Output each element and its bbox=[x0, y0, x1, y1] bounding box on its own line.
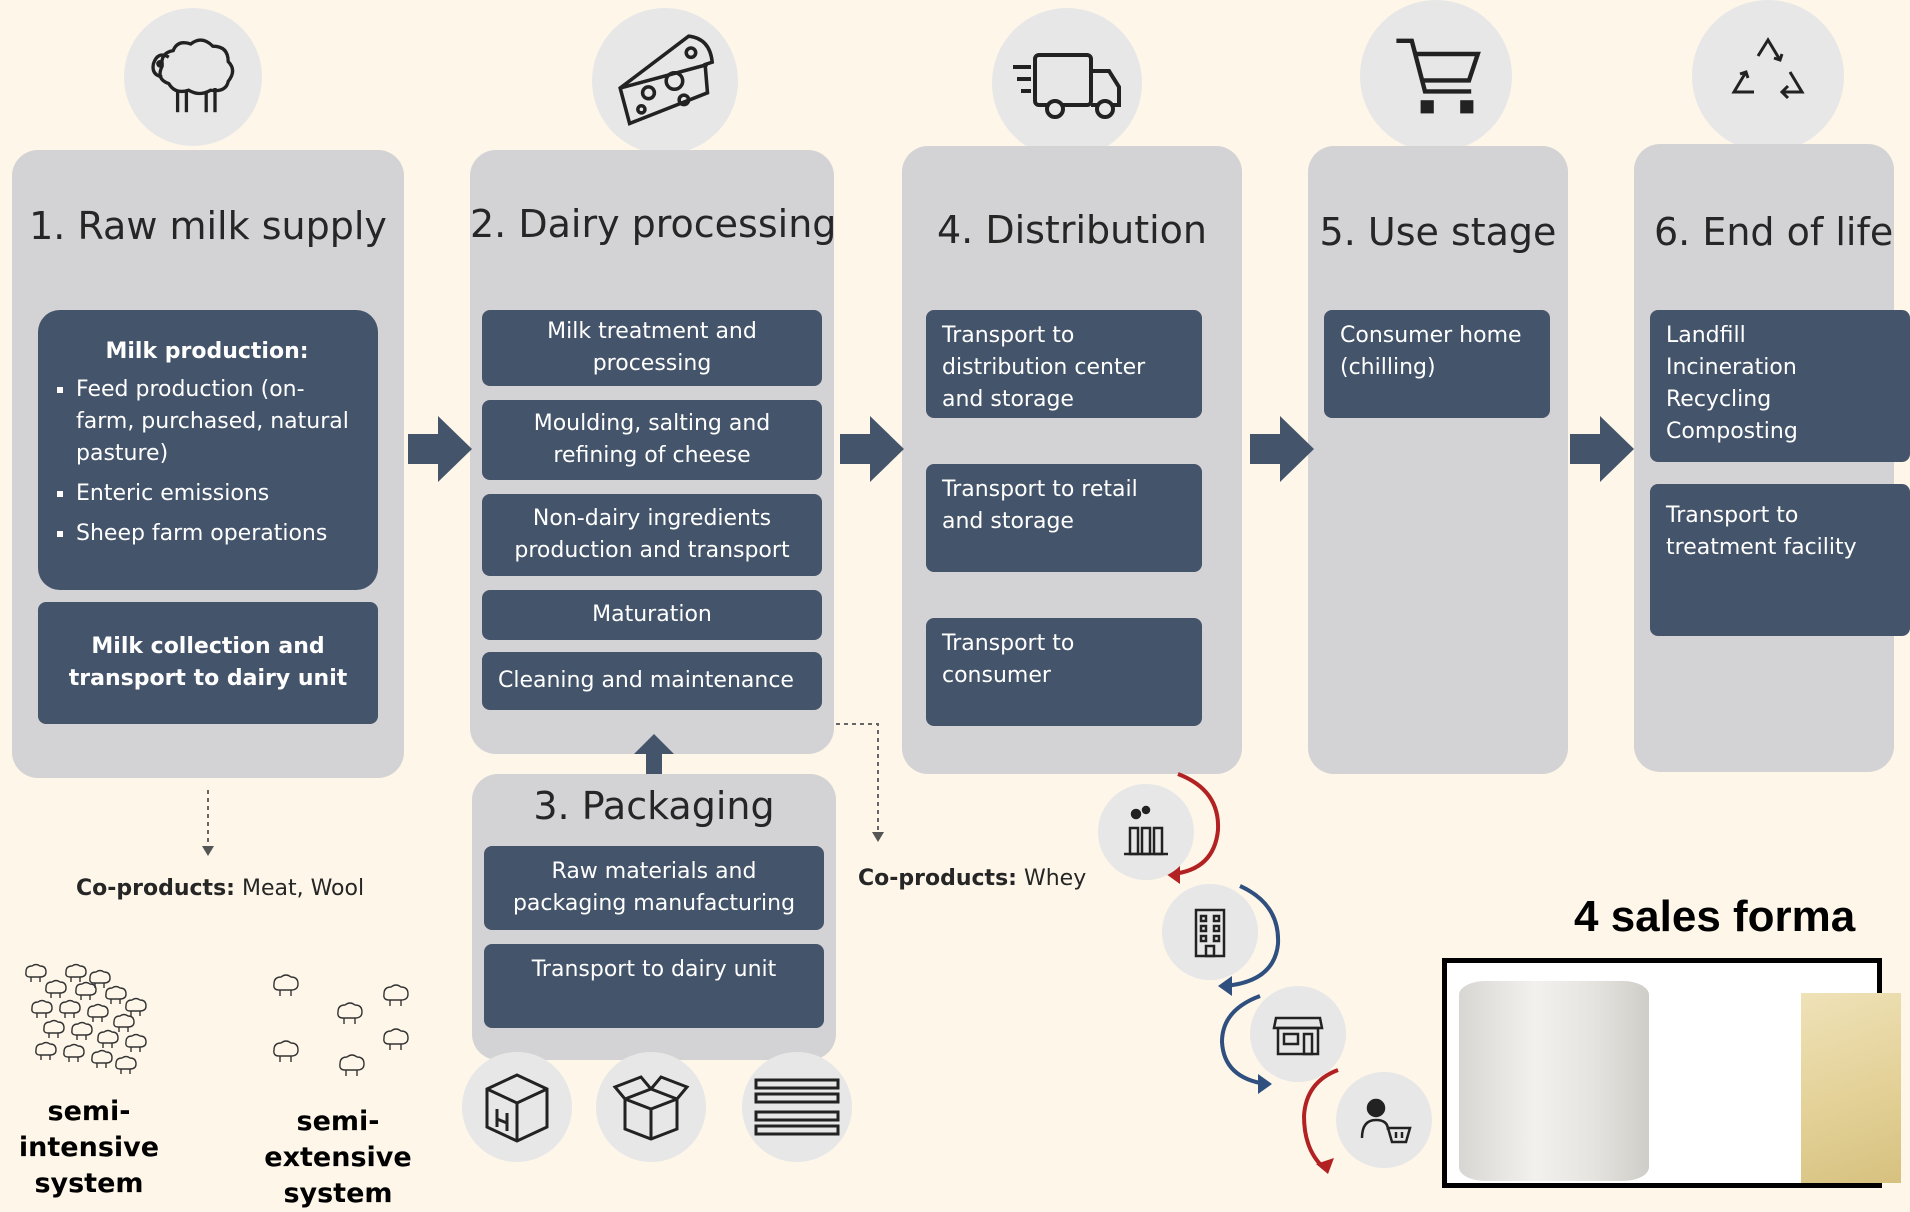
stage-title: 4. Distribution bbox=[936, 208, 1208, 252]
dairy-item-label: Maturation bbox=[592, 602, 712, 627]
stage-title: 6. End of life bbox=[1654, 210, 1894, 254]
packaging-item-label: Transport to dairy unit bbox=[531, 957, 777, 982]
packaging-item-box: Transport to dairy unit bbox=[484, 944, 824, 1028]
coproducts-farm: Co-products: Meat, Wool bbox=[76, 876, 364, 901]
dairy-item-box: Moulding, salting and refining of cheese bbox=[482, 400, 822, 480]
coproduct-connector bbox=[202, 790, 214, 856]
milk-production-box: Milk production: Feed production (on-far… bbox=[38, 310, 378, 590]
truck-icon bbox=[1013, 53, 1121, 119]
list-item: Sheep farm operations bbox=[76, 518, 362, 550]
distribution-cycle-arrows bbox=[1166, 772, 1339, 1174]
stage-distribution: 4. Distribution Transport to distributio… bbox=[902, 146, 1242, 774]
shop-icon-circle bbox=[1250, 986, 1346, 1082]
eol-transport-box: Transport to treatment facility bbox=[1650, 484, 1910, 636]
coproduct-connector bbox=[836, 723, 884, 842]
flow-arrow bbox=[408, 416, 472, 482]
milk-collection-box: Milk collection and transport to dairy u… bbox=[38, 602, 378, 724]
sheep-flock-dense-icon bbox=[25, 963, 147, 1075]
coproducts-dairy: Co-products: Whey bbox=[858, 866, 1086, 891]
dairy-item-label: Non-dairy ingredients production and tra… bbox=[514, 506, 790, 563]
eol-option: Composting bbox=[1666, 419, 1798, 444]
system-label-extensive: semi-extensive system bbox=[264, 1106, 412, 1209]
factory-icon bbox=[1124, 805, 1168, 856]
recycle-icon bbox=[1731, 37, 1805, 100]
up-arrow bbox=[634, 734, 674, 778]
flow-arrow bbox=[1570, 416, 1634, 482]
box-icon bbox=[485, 1073, 549, 1143]
coproducts-value: Meat, Wool bbox=[241, 876, 365, 901]
eol-option: Landfill bbox=[1666, 323, 1746, 348]
packaging-item-label: Raw materials and packaging manufacturin… bbox=[512, 859, 796, 916]
stage-raw-milk-supply: 1. Raw milk supply Milk production: Feed… bbox=[12, 150, 404, 778]
cheese-icon bbox=[618, 34, 715, 126]
stage-use: 5. Use stage Consumer home (chilling) bbox=[1308, 146, 1568, 774]
open-box-icon bbox=[612, 1075, 690, 1141]
distribution-item-box: Transport to retail and storage bbox=[926, 464, 1202, 572]
factory-icon-circle bbox=[1098, 784, 1194, 880]
dairy-item-box: Milk treatment and processing bbox=[482, 310, 822, 386]
milk-production-heading: Milk production: bbox=[105, 339, 309, 364]
coproducts-value: Whey bbox=[1023, 866, 1087, 891]
consumer-icon bbox=[1360, 1098, 1412, 1144]
dairy-item-box: Cleaning and maintenance bbox=[482, 652, 822, 710]
sheep-icon bbox=[151, 38, 235, 113]
stage-end-of-life: 6. End of life Landfill Incineration Rec… bbox=[1634, 144, 1910, 772]
eol-option: Incineration bbox=[1666, 355, 1797, 380]
cart-icon-circle bbox=[1360, 0, 1512, 152]
dairy-item-box: Maturation bbox=[482, 590, 822, 640]
flow-arrow bbox=[840, 416, 904, 482]
milk-production-list: Feed production (on-farm, purchased, nat… bbox=[52, 374, 362, 550]
cheese-wheel-image bbox=[1459, 981, 1649, 1181]
building-icon-circle bbox=[1162, 884, 1258, 980]
distribution-item-label: Transport to distribution center and sto… bbox=[942, 323, 1146, 412]
dairy-item-box: Non-dairy ingredients production and tra… bbox=[482, 494, 822, 576]
pallet-icon-circle bbox=[742, 1052, 852, 1162]
sales-formats-panel bbox=[1442, 958, 1901, 1188]
pallet-icon bbox=[754, 1078, 840, 1136]
sheep-flock-sparse-icon bbox=[273, 974, 409, 1077]
eol-options-box: Landfill Incineration Recycling Composti… bbox=[1650, 310, 1910, 462]
cheese-wedge-image bbox=[1801, 993, 1901, 1183]
stage-dairy-processing: 2. Dairy processing Milk treatment and p… bbox=[470, 150, 837, 754]
dairy-item-label: Cleaning and maintenance bbox=[498, 668, 794, 693]
distribution-item-label: Transport to consumer bbox=[942, 631, 1075, 688]
list-item: Enteric emissions bbox=[76, 478, 362, 510]
stage-title: 5. Use stage bbox=[1319, 210, 1557, 254]
truck-icon-circle bbox=[992, 8, 1142, 158]
sheep-icon-circle bbox=[124, 8, 262, 146]
cart-icon bbox=[1396, 38, 1481, 114]
cheese-icon-circle bbox=[592, 8, 738, 154]
packaging-item-box: Raw materials and packaging manufacturin… bbox=[484, 846, 824, 930]
dairy-item-label: Milk treatment and processing bbox=[547, 319, 757, 376]
coproducts-label: Co-products: bbox=[76, 876, 235, 901]
use-item-box: Consumer home (chilling) bbox=[1324, 310, 1550, 418]
recycle-icon-circle bbox=[1692, 0, 1844, 152]
use-item-label: Consumer home (chilling) bbox=[1340, 323, 1522, 380]
sales-formats-title: 4 sales forma bbox=[1574, 892, 1856, 941]
consumer-icon-circle bbox=[1336, 1072, 1432, 1168]
system-label-intensive: semi-intensive system bbox=[18, 1096, 160, 1199]
milk-collection-label: Milk collection and transport to dairy u… bbox=[68, 634, 348, 691]
list-item: Feed production (on-farm, purchased, nat… bbox=[76, 374, 362, 470]
dairy-item-label: Moulding, salting and refining of cheese bbox=[533, 411, 771, 468]
stage-title: 1. Raw milk supply bbox=[29, 204, 387, 248]
eol-transport-label: Transport to treatment facility bbox=[1666, 503, 1857, 560]
stage-title: 2. Dairy processing bbox=[470, 202, 837, 246]
flow-arrow bbox=[1250, 416, 1314, 482]
shop-icon bbox=[1272, 1016, 1324, 1056]
coproducts-label: Co-products: bbox=[858, 866, 1017, 891]
distribution-item-label: Transport to retail and storage bbox=[942, 477, 1138, 534]
open-box-icon-circle bbox=[596, 1052, 706, 1162]
stage-packaging: 3. Packaging Raw materials and packaging… bbox=[472, 774, 836, 1060]
distribution-item-box: Transport to distribution center and sto… bbox=[926, 310, 1202, 418]
eol-option: Recycling bbox=[1666, 387, 1772, 412]
building-icon bbox=[1194, 908, 1226, 958]
box-icon-circle bbox=[462, 1052, 572, 1162]
stage-title: 3. Packaging bbox=[533, 784, 775, 828]
distribution-item-box: Transport to consumer bbox=[926, 618, 1202, 726]
